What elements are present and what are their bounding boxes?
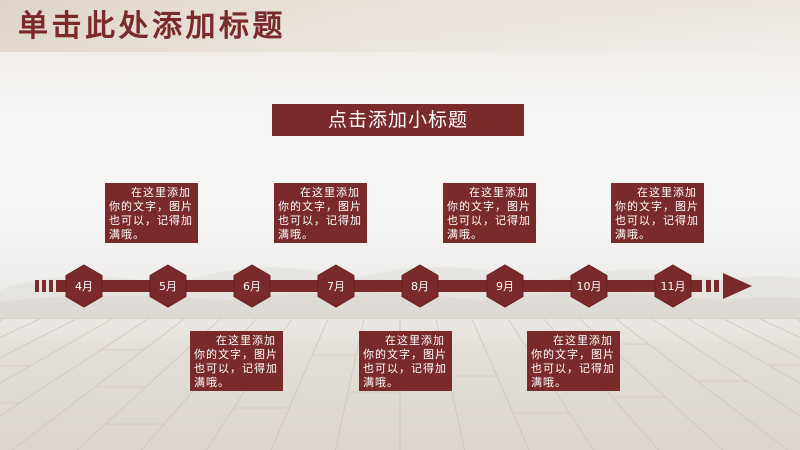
- floor-plank-seam: [651, 319, 800, 417]
- note-box-top-3[interactable]: 在这里添加你的文字，图片也可以，记得加满哦。: [443, 183, 536, 243]
- note-box-top-2[interactable]: 在这里添加你的文字，图片也可以，记得加满哦。: [274, 183, 367, 243]
- timeline-dash: [49, 280, 53, 292]
- milestone-label: 4月: [75, 280, 93, 293]
- floor-plank-seam: [11, 319, 185, 450]
- timeline-line: [56, 280, 702, 292]
- note-box-bottom-1[interactable]: 在这里添加你的文字，图片也可以，记得加满哦。: [190, 331, 283, 391]
- floor-plank-seam: [0, 319, 149, 417]
- milestone-sep: 9月: [486, 264, 524, 308]
- timeline-arrow-head: [723, 273, 752, 299]
- milestone-oct: 10月: [570, 264, 608, 308]
- timeline-dash: [35, 280, 39, 292]
- note-box-top-4[interactable]: 在这里添加你的文字，图片也可以，记得加满哦。: [611, 183, 704, 243]
- note-box-top-1[interactable]: 在这里添加你的文字，图片也可以，记得加满哦。: [105, 183, 198, 243]
- floor-plank-seam: [687, 319, 800, 384]
- milestone-hexagon: [65, 264, 103, 308]
- milestone-label: 10月: [577, 280, 602, 293]
- milestone-label: 7月: [327, 280, 345, 293]
- floor-plank-seam: [471, 319, 530, 450]
- timeline-dash: [714, 280, 719, 292]
- milestone-hexagon: [570, 264, 608, 308]
- note-box-bottom-3[interactable]: 在这里添加你的文字，图片也可以，记得加满哦。: [527, 331, 620, 391]
- floor-plank-seam: [723, 319, 800, 359]
- milestone-hexagon: [233, 264, 271, 308]
- slide-title[interactable]: 单击此处添加标题: [18, 9, 286, 44]
- milestone-nov: 11月: [654, 264, 692, 308]
- milestone-hexagon: [486, 264, 524, 308]
- milestone-hexagon: [654, 264, 692, 308]
- milestone-jun: 6月: [233, 264, 271, 308]
- milestone-apr: 4月: [65, 264, 103, 308]
- subtitle-box[interactable]: 点击添加小标题: [272, 104, 524, 136]
- floor-plank-seam: [0, 319, 113, 384]
- timeline-bar: [35, 273, 752, 299]
- timeline-dash: [706, 280, 711, 292]
- milestone-label: 8月: [411, 280, 429, 293]
- milestone-aug: 8月: [401, 264, 439, 308]
- milestone-label: 6月: [243, 280, 261, 293]
- milestone-jul: 7月: [317, 264, 355, 308]
- milestone-label: 9月: [496, 280, 514, 293]
- milestone-label: 5月: [159, 280, 177, 293]
- milestone-hexagon: [317, 264, 355, 308]
- floor-plank-seam: [0, 319, 77, 359]
- milestone-may: 5月: [149, 264, 187, 308]
- floor-plank-seam: [615, 319, 789, 450]
- milestone-hexagon: [149, 264, 187, 308]
- floor-plank-seam: [270, 319, 329, 450]
- milestone-hexagon: [401, 264, 439, 308]
- header-band: [0, 0, 800, 52]
- milestone-label: 11月: [661, 280, 686, 293]
- timeline-dash: [42, 280, 46, 292]
- note-box-bottom-2[interactable]: 在这里添加你的文字，图片也可以，记得加满哦。: [359, 331, 452, 391]
